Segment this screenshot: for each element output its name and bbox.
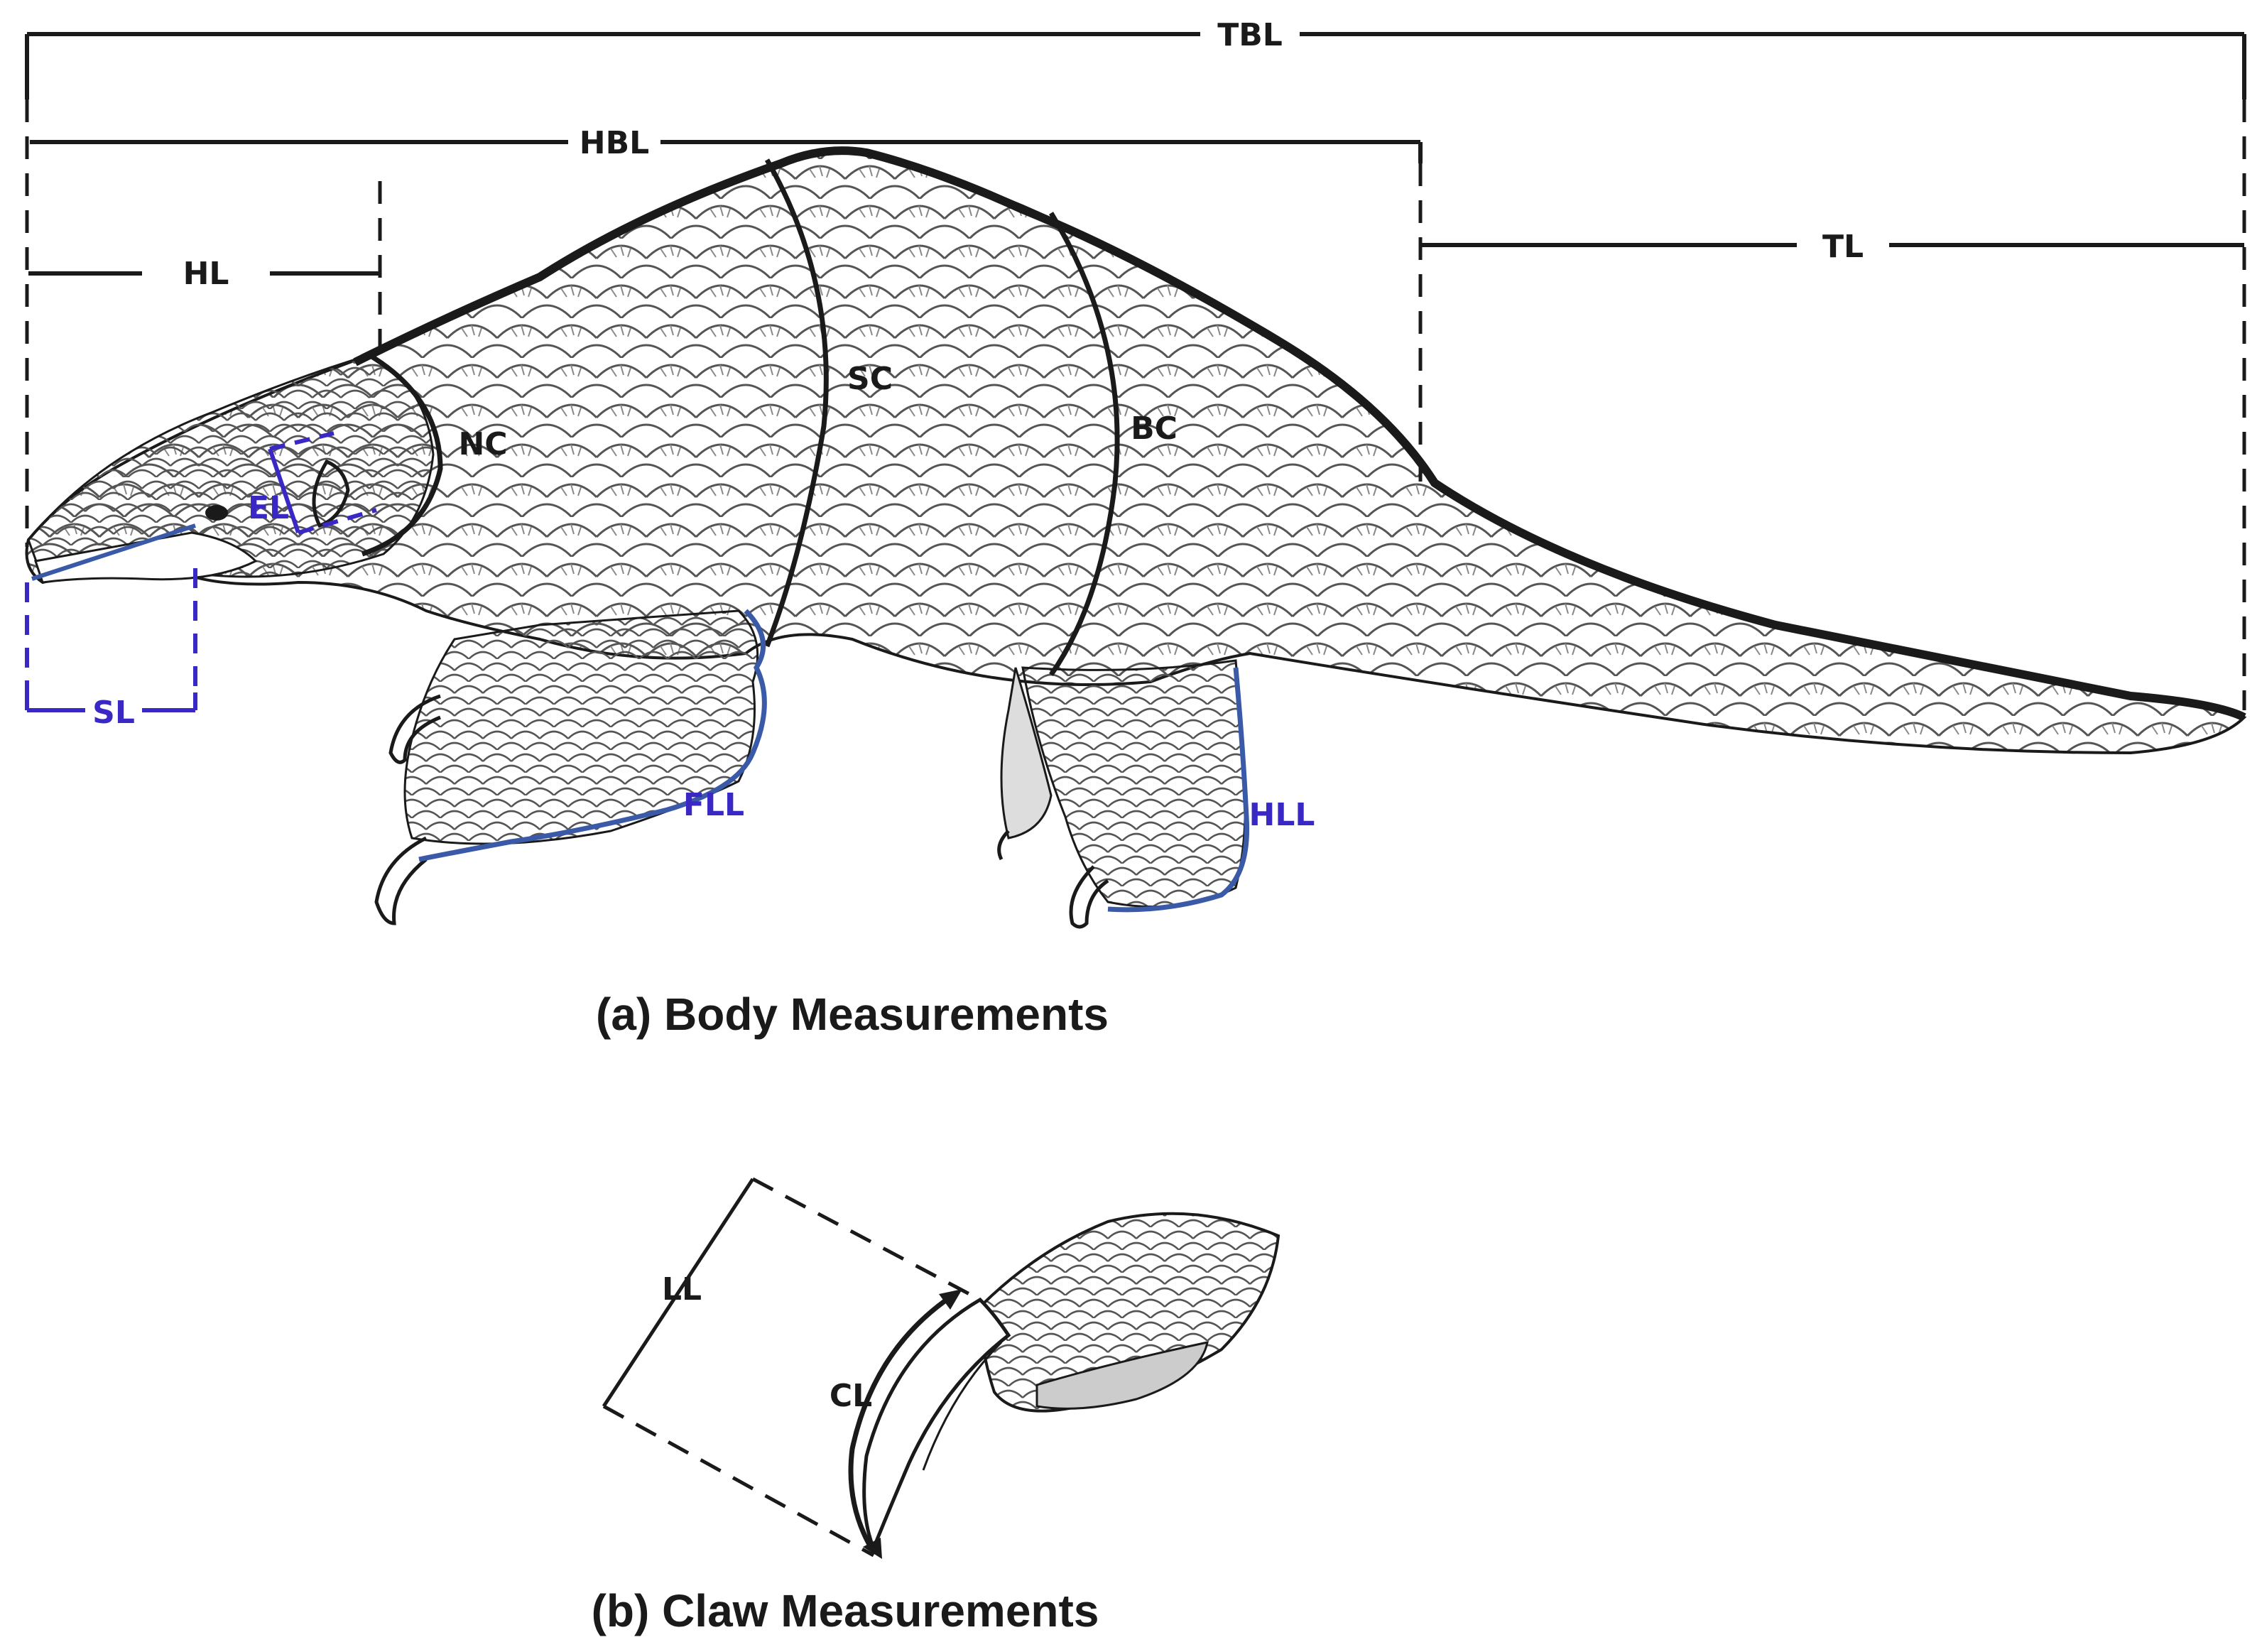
snout-length-bracket	[25, 568, 197, 712]
claw-pad	[1035, 1341, 1209, 1410]
ear-icon	[312, 459, 350, 528]
label-fll: FLL	[683, 787, 744, 823]
snout-line	[31, 523, 196, 581]
hind-claw-icon	[997, 830, 1109, 929]
label-tbl: TBL	[1217, 17, 1283, 53]
label-sl: SL	[92, 695, 135, 731]
hind-leg	[1021, 659, 1246, 908]
label-sc: SC	[847, 361, 893, 397]
neck-circumference-line	[361, 352, 443, 557]
label-tl: TL	[1822, 229, 1864, 265]
label-ll: LL	[662, 1271, 702, 1308]
claw-icon	[862, 1297, 1011, 1553]
claw-length-arrow	[848, 1294, 953, 1553]
claw-foot	[978, 1212, 1280, 1413]
pangolin-illustration	[25, 151, 2247, 929]
pangolin-snout	[34, 531, 258, 584]
caption-claw-measurements: (b) Claw Measurements	[592, 1585, 1099, 1636]
claw-illustration	[848, 1212, 1280, 1559]
shoulder-circumference-line	[764, 158, 829, 648]
label-el: EL	[248, 490, 289, 526]
forelimb-length-line	[418, 609, 767, 862]
ear-length-bracket	[268, 431, 377, 535]
hind-inner-leg	[1000, 667, 1053, 839]
dimension-lines	[25, 32, 2246, 276]
label-nc: NC	[458, 426, 507, 462]
label-cl: CL	[830, 1378, 872, 1414]
label-hl: HL	[183, 256, 229, 292]
front-claw-icon	[374, 694, 441, 925]
hindlimb-length-line	[1107, 667, 1250, 913]
eye-icon	[205, 505, 228, 521]
claw-ll-bracket	[602, 1177, 982, 1558]
dashed-guides	[25, 99, 2246, 710]
label-hll: HLL	[1249, 797, 1315, 833]
label-hbl: HBL	[580, 125, 649, 161]
dorsal-outline	[353, 146, 2246, 722]
belly-circumference-line	[1049, 212, 1120, 677]
caption-body-measurements: (a) Body Measurements	[596, 989, 1109, 1040]
label-bc: BC	[1131, 411, 1178, 447]
